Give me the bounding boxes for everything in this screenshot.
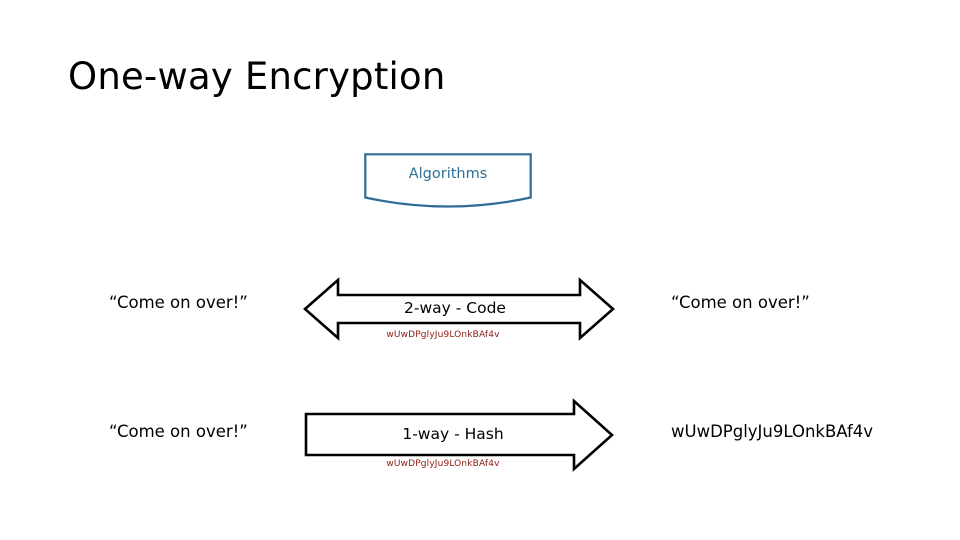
plaintext-input-label-two-way: “Come on over!” [109, 293, 248, 312]
cipher-note-two-way: wUwDPglyJu9LOnkBAf4v [386, 330, 500, 340]
page-title: One-way Encryption [68, 55, 446, 98]
arrow-label-two-way: 2-way - Code [404, 299, 506, 317]
cipher-note-one-way: wUwDPglyJu9LOnkBAf4v [386, 459, 500, 469]
hash-output-label-one-way: wUwDPglyJu9LOnkBAf4v [671, 422, 874, 441]
plaintext-output-label-two-way: “Come on over!” [671, 293, 810, 312]
algorithms-banner: Algorithms [364, 153, 532, 209]
plaintext-input-label-one-way: “Come on over!” [109, 422, 248, 441]
double-headed-arrow-icon [302, 276, 616, 342]
arrow-label-one-way: 1-way - Hash [402, 425, 504, 443]
banner-shape-icon [364, 153, 532, 208]
right-arrow-icon [302, 398, 616, 472]
banner-label: Algorithms [408, 166, 488, 182]
